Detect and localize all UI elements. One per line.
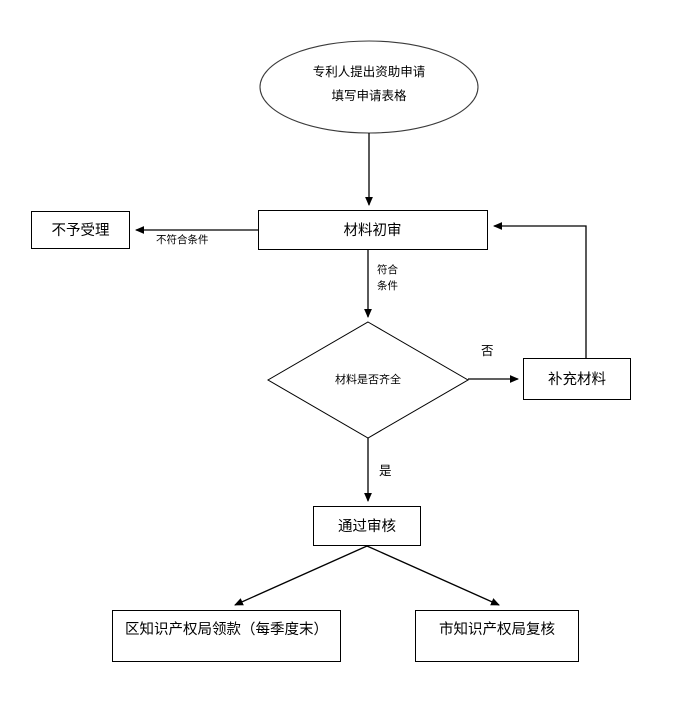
edge-label-yes: 是 xyxy=(379,463,392,478)
node-city-recheck-label: 市知识产权局复核 xyxy=(439,622,555,638)
node-district-payout-shape xyxy=(112,610,341,662)
edge-label-qualified: 符合 条件 xyxy=(377,262,398,295)
edge-approved-to-district-payout xyxy=(234,545,368,606)
node-city-recheck-shape xyxy=(415,610,579,662)
edge-label-not-qualified: 不符合条件 xyxy=(156,234,209,246)
edge-label-no: 否 xyxy=(481,343,494,358)
node-start-label: 专利人提出资助申请 填写申请表格 xyxy=(260,60,478,109)
node-reject-shape xyxy=(31,211,130,249)
node-district-payout-label: 区知识产权局领款（每季度末） xyxy=(125,622,328,638)
node-approved-shape xyxy=(313,506,421,546)
node-reject-label: 不予受理 xyxy=(51,223,110,239)
edge-label-qualified-line1: 符合 xyxy=(377,264,398,276)
node-approved-label: 通过审核 xyxy=(338,519,396,535)
edge-supplement-to-initial-review xyxy=(493,222,587,358)
node-supplement-shape xyxy=(523,358,631,400)
node-start-label-line2: 填写申请表格 xyxy=(331,88,407,104)
node-initial-review-shape xyxy=(258,210,488,250)
node-start-label-line1: 专利人提出资助申请 xyxy=(312,64,426,79)
edge-label-qualified-line2: 条件 xyxy=(377,280,398,293)
node-supplement-label: 补充材料 xyxy=(548,372,606,388)
node-decision-label: 材料是否齐全 xyxy=(335,373,401,386)
node-initial-review-label: 材料初审 xyxy=(343,223,402,239)
edge-approved-to-city-recheck xyxy=(366,545,500,606)
